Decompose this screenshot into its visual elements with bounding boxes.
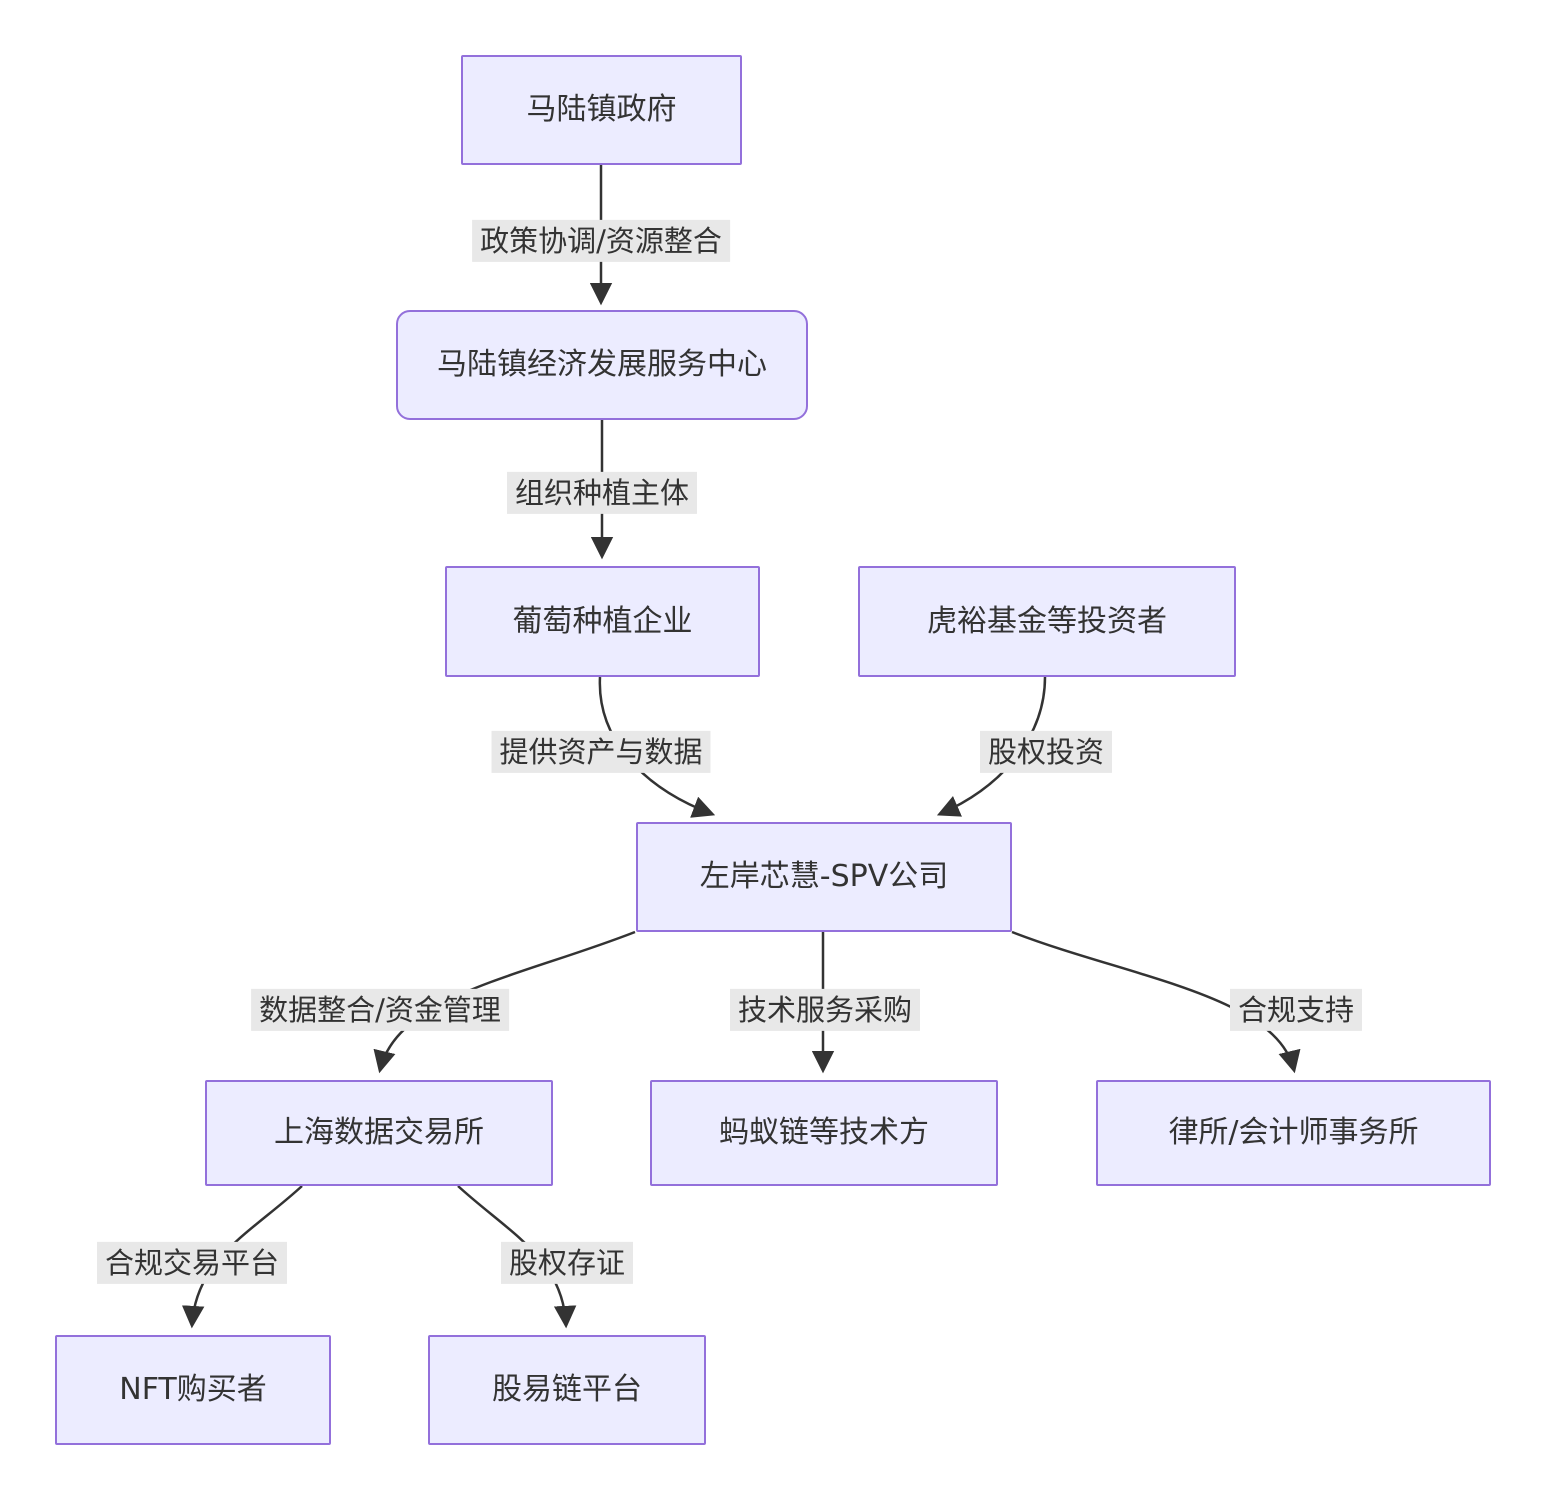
node-economic-dev-center-label: 马陆镇经济发展服务中心	[437, 347, 767, 382]
edge-label-equity-investment: 股权投资	[979, 730, 1113, 774]
node-economic-dev-center: 马陆镇经济发展服务中心	[396, 310, 808, 420]
node-guyilian-platform: 股易链平台	[428, 1335, 706, 1445]
node-law-accounting-firms-label: 律所/会计师事务所	[1168, 1115, 1419, 1150]
node-shanghai-data-exchange-label: 上海数据交易所	[274, 1115, 484, 1150]
node-grape-enterprise-label: 葡萄种植企业	[512, 603, 693, 639]
edge-label-organize-planting: 组织种植主体	[506, 471, 698, 515]
edge-label-data-integration-fund-mgmt: 数据整合/资金管理	[251, 988, 509, 1032]
node-ant-chain-tech: 蚂蚁链等技术方	[650, 1080, 998, 1186]
node-malu-government: 马陆镇政府	[461, 55, 742, 165]
node-nft-buyers: NFT购买者	[55, 1335, 331, 1445]
node-spv-company: 左岸芯慧-SPV公司	[636, 822, 1012, 932]
edge-label-equity-certification: 股权存证	[500, 1241, 634, 1285]
edge-label-provide-assets-data: 提供资产与数据	[491, 730, 711, 774]
node-shanghai-data-exchange: 上海数据交易所	[205, 1080, 553, 1186]
edge-label-compliant-trading-platform: 合规交易平台	[96, 1241, 288, 1285]
node-huyu-fund-investors-label: 虎裕基金等投资者	[927, 603, 1167, 639]
edge-spv-to-law	[1011, 930, 1301, 1074]
node-law-accounting-firms: 律所/会计师事务所	[1096, 1080, 1491, 1186]
edge-label-compliance-support: 合规支持	[1229, 988, 1363, 1032]
node-ant-chain-tech-label: 蚂蚁链等技术方	[719, 1115, 929, 1150]
node-grape-enterprise: 葡萄种植企业	[445, 566, 760, 677]
node-guyilian-platform-label: 股易链平台	[492, 1372, 642, 1407]
node-malu-government-label: 马陆镇政府	[526, 92, 677, 127]
node-nft-buyers-label: NFT购买者	[119, 1372, 267, 1407]
node-spv-company-label: 左岸芯慧-SPV公司	[699, 859, 949, 894]
edge-label-tech-service-procurement: 技术服务采购	[729, 988, 921, 1032]
edge-label-policy-coordination: 政策协调/资源整合	[472, 219, 730, 263]
node-huyu-fund-investors: 虎裕基金等投资者	[858, 566, 1236, 677]
